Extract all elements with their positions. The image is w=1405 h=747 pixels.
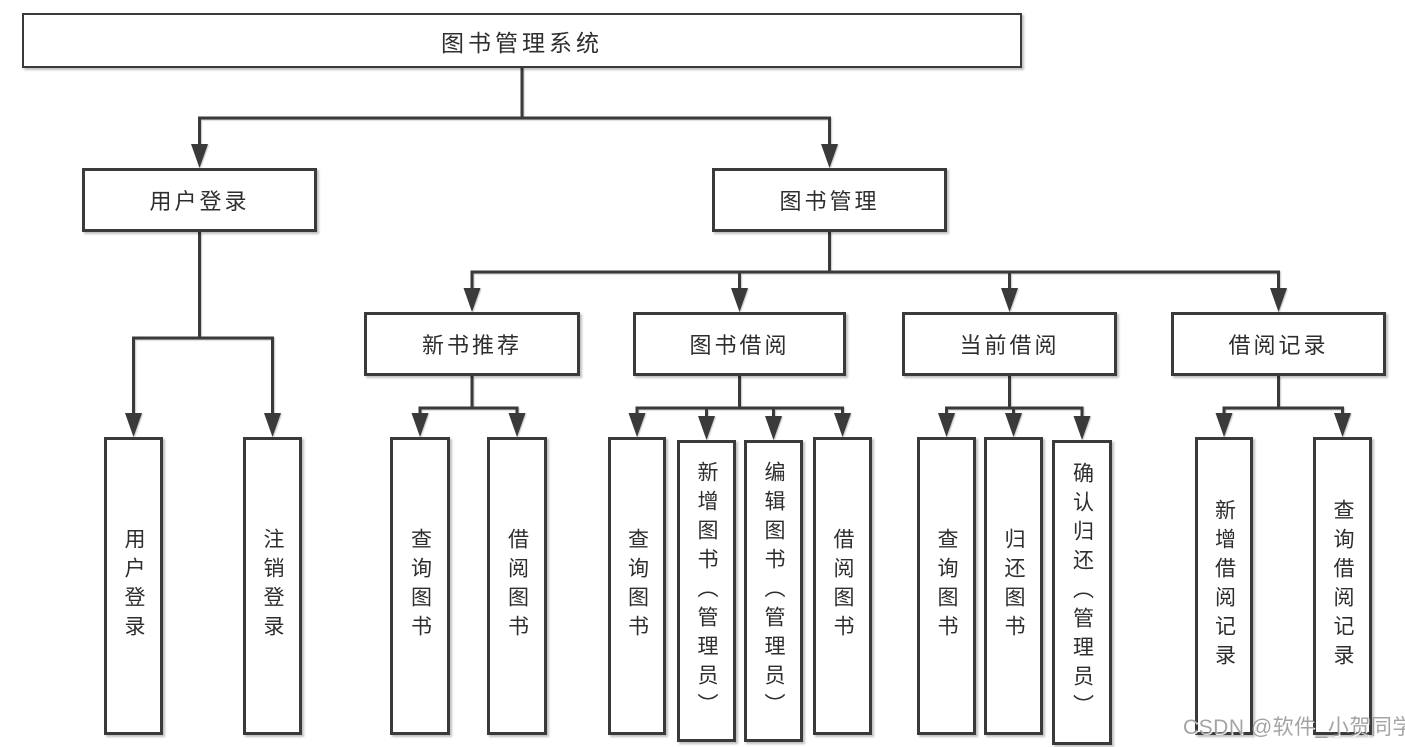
csdn-watermark: CSDN @软件_小贺同学 <box>1183 716 1405 739</box>
arrowheads <box>125 144 1351 440</box>
node-label: 用户登录 <box>122 528 145 644</box>
node-query-borrow-record: 查询借阅记录 <box>1313 437 1372 735</box>
node-borrow-borrow-books: 借阅图书 <box>813 437 872 735</box>
node-label: 查询借阅记录 <box>1331 499 1354 673</box>
node-leaf-logout: 注销登录 <box>243 437 302 735</box>
node-user-login: 用户登录 <box>82 168 317 232</box>
node-borrow-query-books: 查询图书 <box>608 437 666 735</box>
node-label: 查询图书 <box>625 528 649 644</box>
node-label: 图书管理 <box>779 189 880 214</box>
node-edit-books-admin: 编辑图书（管理员） <box>744 440 803 742</box>
node-current-query-books: 查询图书 <box>917 437 976 735</box>
node-recommend-borrow-books: 借阅图书 <box>487 437 547 735</box>
node-label: 用户登录 <box>149 189 250 214</box>
node-label: 新增借阅记录 <box>1212 499 1236 673</box>
node-return-books: 归还图书 <box>984 437 1043 735</box>
node-label: 确认归还（管理员） <box>1070 462 1094 723</box>
node-label: 借阅图书 <box>831 528 854 644</box>
node-book-management: 图书管理 <box>712 168 947 232</box>
node-label: 注销登录 <box>261 528 284 644</box>
connector-borrow-mid-stems <box>705 408 775 422</box>
node-label: 图书借阅 <box>689 333 790 358</box>
node-label: 查询图书 <box>408 528 432 644</box>
connector-borrow-splitter <box>635 406 844 419</box>
node-label: 编辑图书（管理员） <box>762 460 785 722</box>
node-recommend-query-books: 查询图书 <box>390 437 450 735</box>
node-library-management-system: 图书管理系统 <box>22 13 1022 68</box>
node-label: 图书管理系统 <box>441 29 603 56</box>
node-leaf-user-login: 用户登录 <box>104 437 163 735</box>
node-label: 新书推荐 <box>421 333 522 358</box>
node-borrowing-records: 借阅记录 <box>1171 312 1386 376</box>
connector-recommend-splitter <box>418 406 519 419</box>
node-new-book-recommend: 新书推荐 <box>364 312 580 376</box>
connector-login-splitter <box>132 336 274 419</box>
node-book-borrowing: 图书借阅 <box>633 312 846 376</box>
node-label: 归还图书 <box>1002 528 1025 644</box>
node-label: 当前借阅 <box>959 333 1060 358</box>
node-label: 新增图书（管理员） <box>695 460 718 722</box>
node-add-books-admin: 新增图书（管理员） <box>677 440 736 742</box>
connector-level3-splitter <box>470 270 1280 294</box>
connector-level2-splitter <box>198 116 831 150</box>
connector-level3-mid-stems <box>738 272 1011 294</box>
node-label: 借阅图书 <box>505 528 529 644</box>
node-label: 借阅记录 <box>1228 333 1329 358</box>
node-label: 查询图书 <box>935 528 958 644</box>
node-current-borrowing: 当前借阅 <box>902 312 1117 376</box>
node-confirm-return-admin: 确认归还（管理员） <box>1052 440 1112 745</box>
node-add-borrow-record: 新增借阅记录 <box>1195 437 1253 735</box>
connector-records-splitter <box>1222 406 1344 419</box>
